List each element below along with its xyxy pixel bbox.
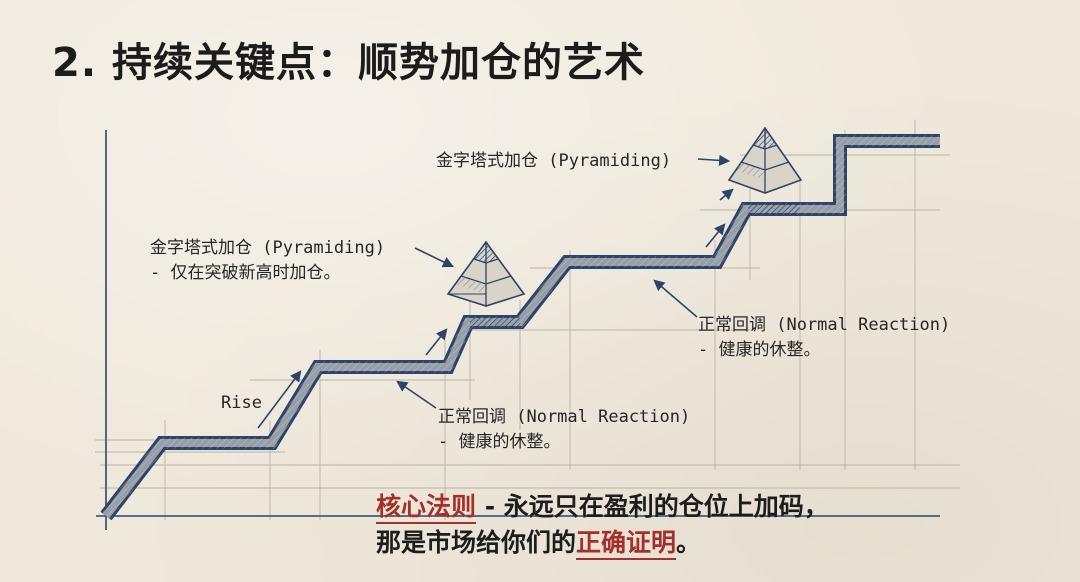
core-rule: 核心法则 - 永远只在盈利的仓位上加码， 那是市场给你们的正确证明。 — [376, 489, 829, 561]
rise-arrows — [257, 188, 734, 429]
core-rule-line-1: 核心法则 - 永远只在盈利的仓位上加码， — [376, 489, 829, 525]
core-rule-highlight: 正确证明 — [576, 528, 677, 560]
core-rule-text: 。 — [676, 528, 702, 557]
annotation-normal-reaction-right: 正常回调 (Normal Reaction) - 健康的休整。 — [698, 313, 950, 363]
pyramid-icon — [446, 240, 526, 307]
core-rule-text: - 永远只在盈利的仓位上加码， — [476, 492, 829, 521]
annotation-line: 正常回调 (Normal Reaction) — [438, 407, 691, 427]
annotation-normal-reaction-mid: 正常回调 (Normal Reaction) - 健康的休整。 — [438, 405, 690, 455]
annotation-pyramiding-mid: 金字塔式加仓 (Pyramiding) - 仅在突破新高时加仓。 — [150, 236, 385, 286]
pyramid-icon — [727, 126, 803, 194]
page-title: 2. 持续关键点：顺势加仓的艺术 — [52, 40, 645, 86]
pointer-arrows — [396, 154, 731, 409]
annotation-rise: Rise — [221, 393, 262, 413]
annotation-line: 正常回调 (Normal Reaction) — [698, 315, 951, 335]
core-rule-text: 那是市场给你们的 — [376, 528, 577, 557]
annotation-line: - 健康的休整。 — [698, 340, 821, 360]
axes — [96, 130, 940, 530]
annotation-line: - 仅在突破新高时加仓。 — [150, 263, 341, 283]
annotation-line: 金字塔式加仓 (Pyramiding) — [150, 238, 386, 258]
annotation-line: - 健康的休整。 — [438, 432, 561, 452]
annotation-pyramiding-top: 金字塔式加仓 (Pyramiding) — [436, 151, 672, 171]
core-rule-line-2: 那是市场给你们的正确证明。 — [376, 525, 829, 561]
core-rule-label: 核心法则 — [376, 492, 477, 524]
